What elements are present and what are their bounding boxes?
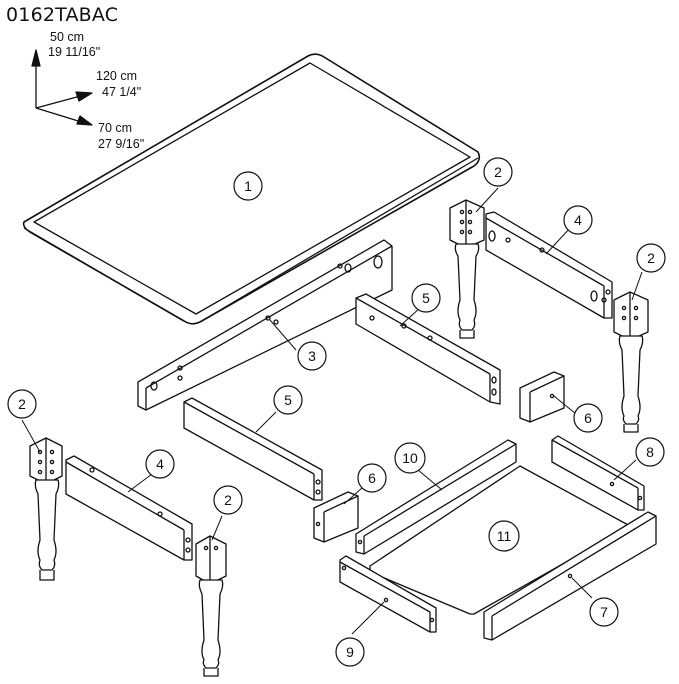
callout-6a: 6 [584,410,592,426]
callout-3: 3 [308,348,316,364]
part-leg-lower-left [29,437,63,581]
callout-2b: 2 [647,250,655,266]
callout-6b: 6 [368,470,376,486]
callout-circle-5b [273,385,303,415]
callout-circle-8 [635,437,665,467]
callout-numbers: 1 2 2 2 2 3 4 4 5 5 6 6 7 8 9 10 11 [18,164,655,660]
callout-4b: 4 [156,456,164,472]
callout-11: 11 [497,528,512,544]
part-rail-8 [551,435,645,511]
model-code: 0162TABAC [6,4,119,26]
callout-2c: 2 [18,396,26,412]
callout-circle-6a [573,403,603,433]
callout-2d: 2 [224,492,232,508]
part-rail-10 [355,439,517,555]
part-leg-upper-left [449,199,485,339]
callout-circle-2a [483,157,513,187]
callout-circle-2d [213,485,243,515]
callout-7: 7 [600,604,608,620]
part-rail-7 [483,511,657,641]
length-metric: 120 cm [96,69,137,83]
height-metric: 50 cm [50,30,84,44]
callout-circle-4a [563,205,593,235]
part-side-apron-upper [485,211,613,319]
callout-5a: 5 [422,290,430,306]
leader-lines [21,187,643,635]
callout-circle-4b [145,449,175,479]
part-long-apron [137,239,393,411]
callout-circles [7,157,666,667]
part-side-apron-lower [65,455,193,561]
callout-8: 8 [646,444,654,460]
callout-circle-5a [411,283,441,313]
callout-4a: 4 [574,212,582,228]
callout-10: 10 [402,450,418,466]
callout-circle-2b [636,243,666,273]
callout-circle-10 [394,442,426,474]
part-leg-upper-right [613,291,649,433]
depth-metric: 70 cm [98,121,132,135]
callout-1: 1 [244,178,252,194]
callout-circle-1 [233,171,263,201]
part-rail-lower [183,397,323,501]
dimension-labels: 50 cm 19 11/16" 120 cm 47 1/4" 70 cm 27 … [48,30,144,151]
part-corner-block-right [519,371,565,423]
part-rail-9 [339,555,437,633]
callout-circle-11 [488,520,520,552]
depth-imperial: 27 9/16" [98,137,144,151]
callout-circle-2c [7,389,37,419]
callout-circle-9 [335,637,365,667]
callout-circle-7 [589,597,619,627]
dimension-axes [31,49,93,126]
callout-5b: 5 [284,392,292,408]
callout-2a: 2 [494,164,502,180]
part-leg-lower-right [195,535,227,677]
height-imperial: 19 11/16" [48,45,100,59]
callout-9: 9 [346,644,354,660]
callout-circle-6b [357,463,387,493]
callout-circle-3 [297,341,327,371]
length-imperial: 47 1/4" [102,85,141,99]
part-corner-block-left [313,491,359,543]
part-rail-upper [355,293,501,405]
